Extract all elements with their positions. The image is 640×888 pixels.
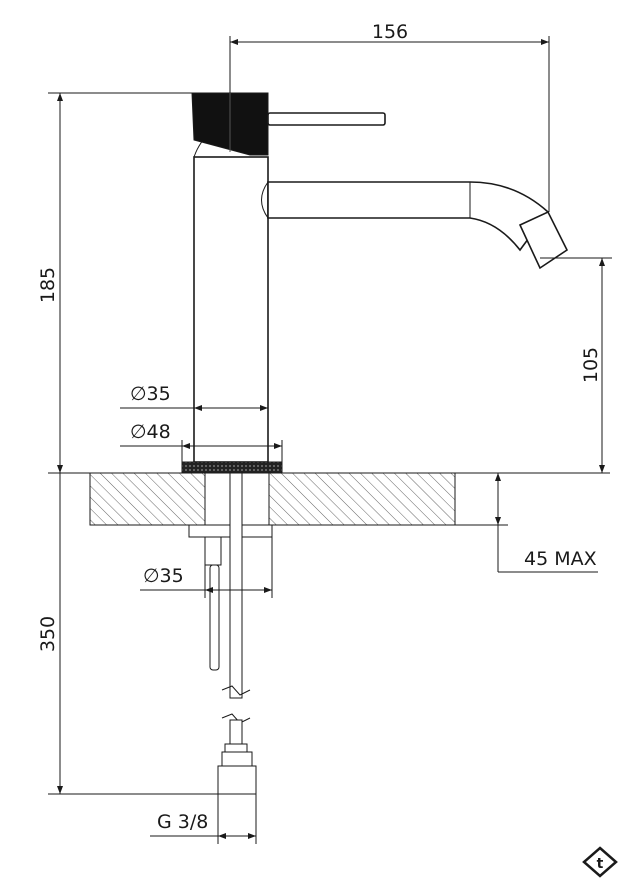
shank-assembly — [188, 472, 273, 795]
svg-text:t: t — [597, 856, 604, 872]
dim-diameter-35-shank — [140, 537, 273, 598]
label-diameter-35-body: ∅35 — [130, 383, 171, 405]
label-diameter-48: ∅48 — [130, 421, 171, 443]
lever — [267, 112, 386, 126]
mixer-body — [181, 131, 283, 474]
label-height-105: 105 — [580, 347, 602, 383]
t-logo-icon: t — [582, 846, 618, 878]
label-length-350: 350 — [37, 616, 59, 652]
label-deck-45max: 45 MAX — [524, 548, 597, 570]
handle-cap — [191, 92, 269, 156]
dim-length-350 — [48, 473, 230, 795]
dim-width-156 — [229, 36, 550, 212]
countertop-section — [48, 472, 610, 526]
dim-deck-45max — [455, 473, 598, 573]
label-height-185: 185 — [37, 267, 59, 303]
label-diameter-35-shank: ∅35 — [143, 565, 184, 587]
dim-height-185 — [48, 92, 192, 473]
dim-diameter-35-body — [120, 405, 268, 411]
label-width-156: 156 — [372, 21, 408, 43]
label-thread: G 3/8 — [157, 811, 208, 833]
spout — [261, 181, 569, 270]
dim-diameter-48 — [120, 440, 283, 462]
dim-height-105 — [540, 257, 612, 473]
dim-thread — [150, 794, 257, 844]
